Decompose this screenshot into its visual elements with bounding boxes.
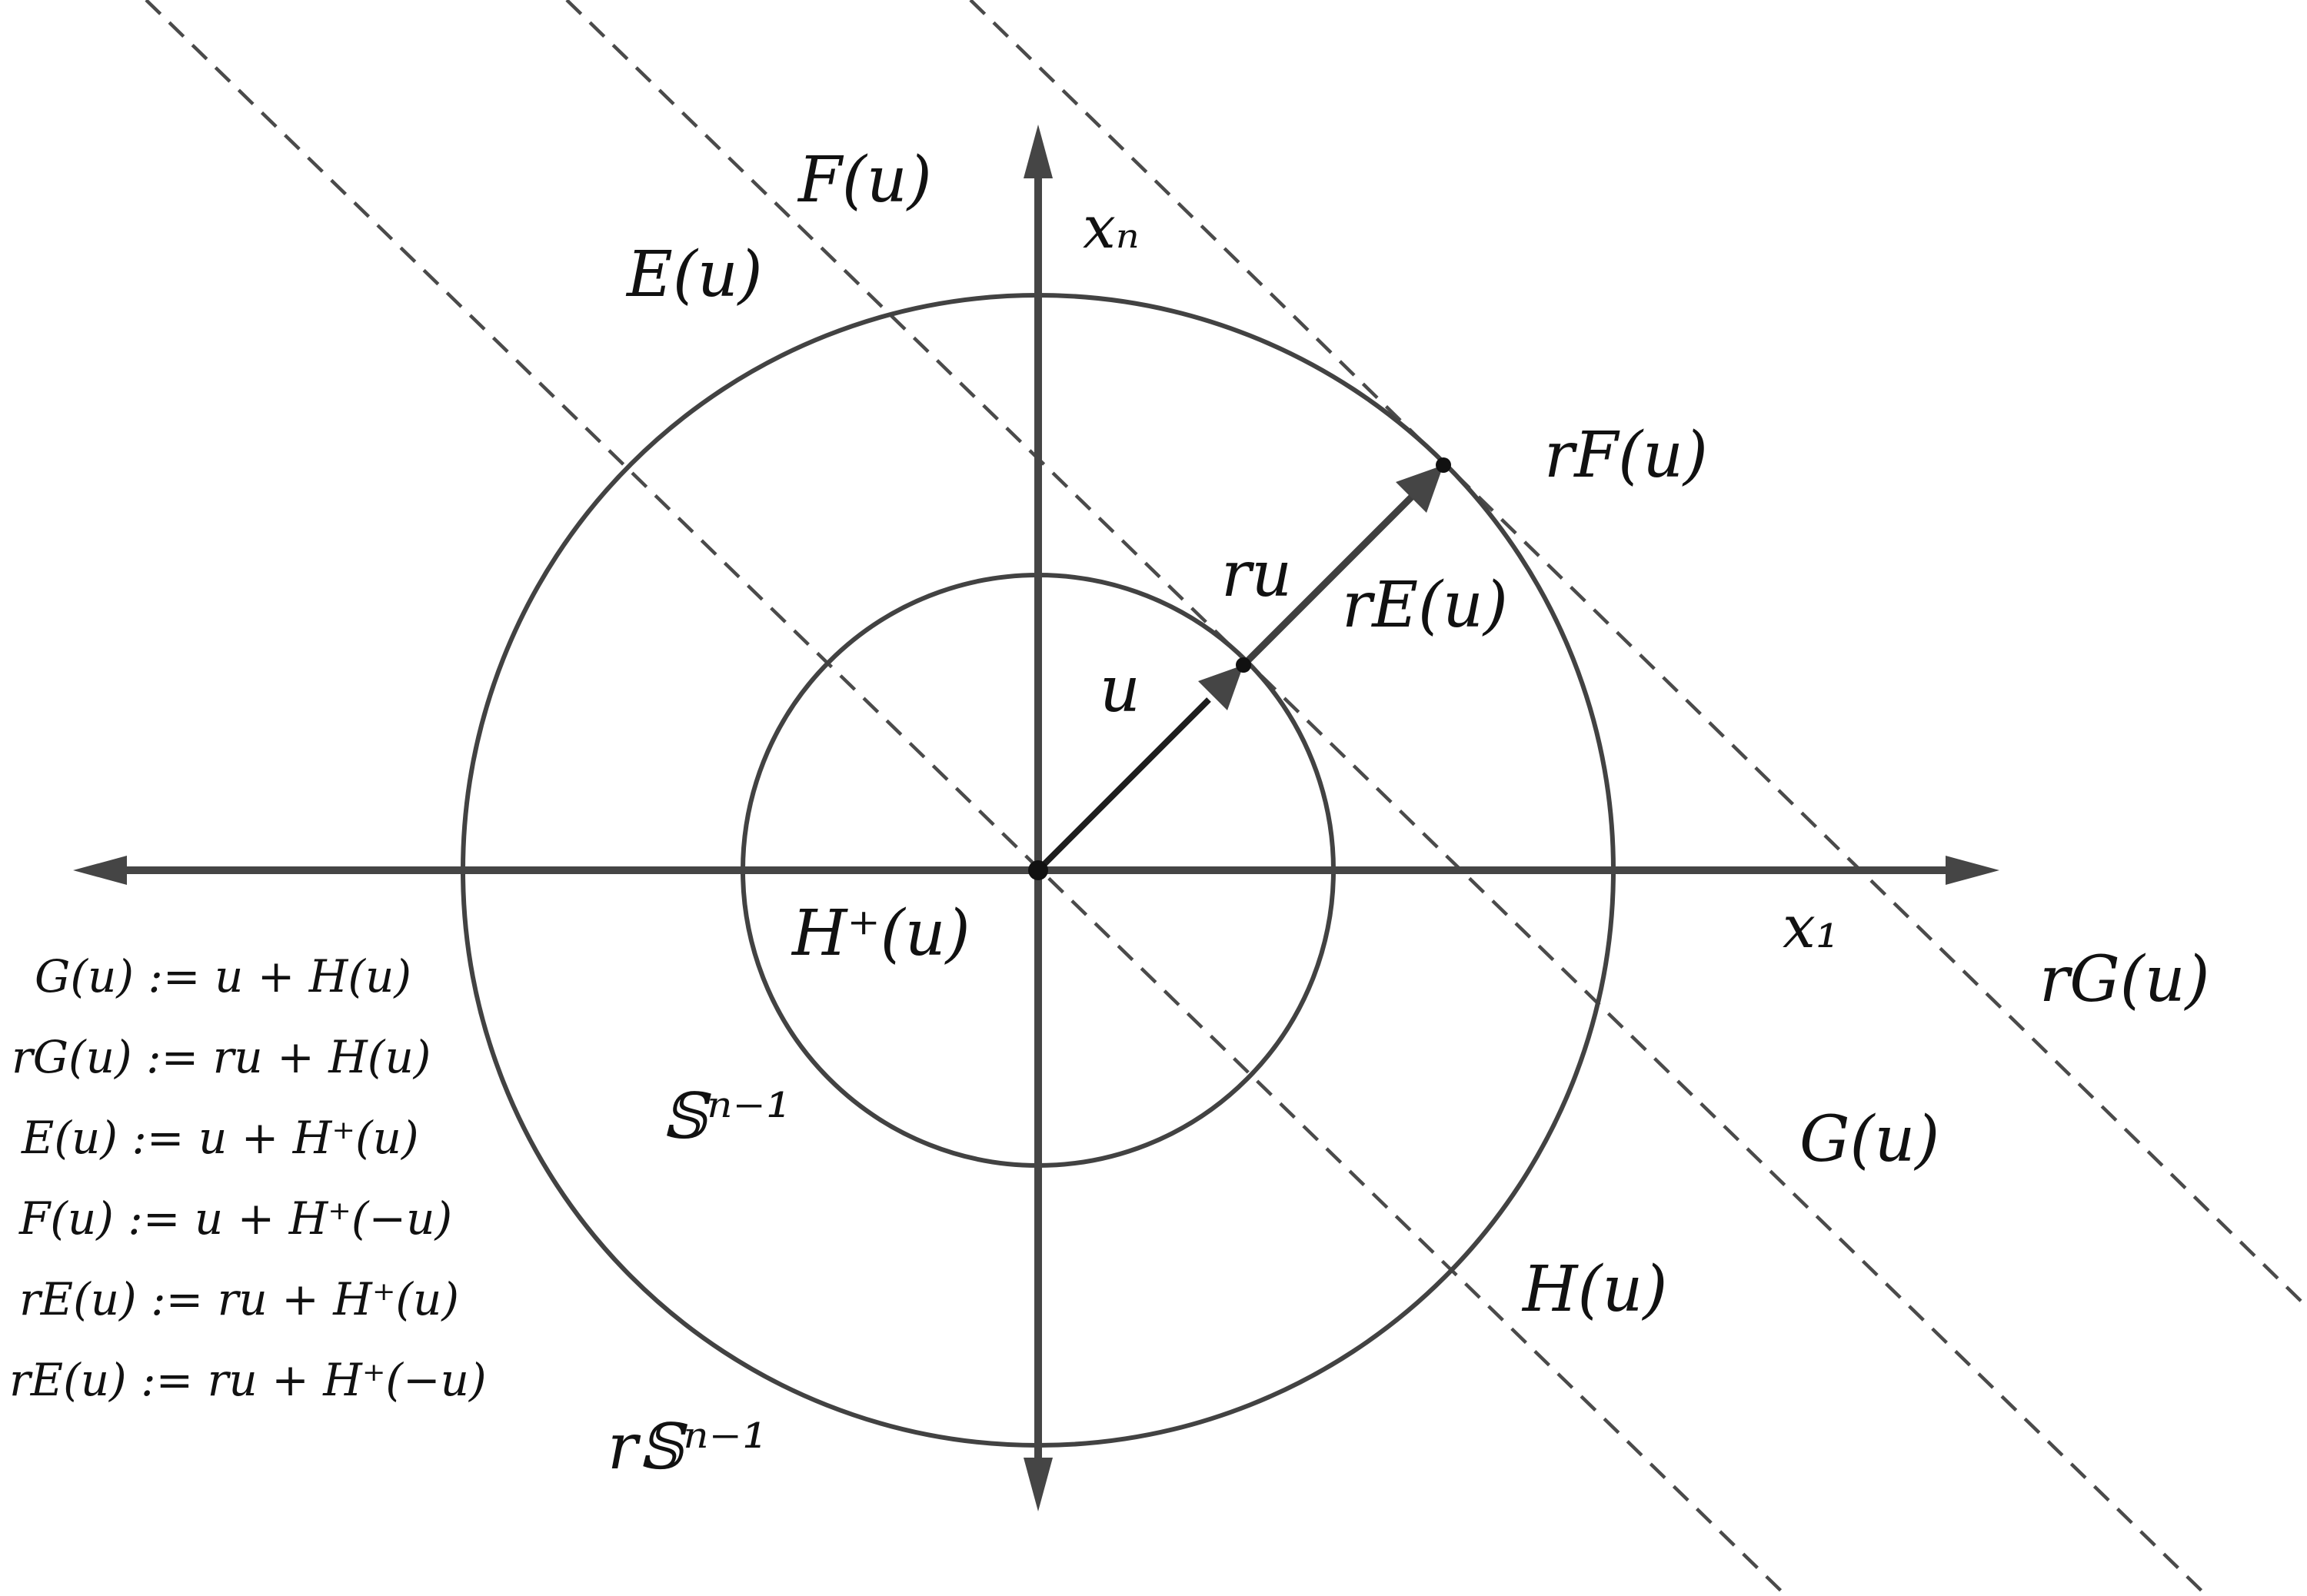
label-ru: ru [1221,538,1292,611]
x1-axis-right-arrow-icon [1946,856,1999,885]
definition-4: F(u) := u + H⁺(−u) [18,1192,452,1245]
definition-6: rE(u) := ru + H⁺(−u) [9,1354,487,1406]
dashed-lines [145,0,2307,1596]
point-u [1236,657,1251,673]
label-u: u [1100,653,1140,727]
xn-axis [1024,125,1053,1511]
label-r-sphere: r𝕊ⁿ⁻¹ [608,1411,767,1484]
dashed-line-rG-u [969,0,2307,1308]
label-xn: xₙ [1083,193,1140,261]
point-ru [1436,457,1451,473]
label-G-u: G(u) [1799,1103,1939,1176]
definition-1: G(u) := u + H(u) [35,950,411,1002]
label-rE-u: rE(u) [1342,569,1508,642]
origin-point [1028,860,1048,880]
vector-u-arrow-icon [1198,665,1243,710]
label-x1: x₁ [1783,893,1839,961]
label-H-u: H(u) [1521,1253,1667,1326]
definition-2: rG(u) := ru + H(u) [12,1031,431,1083]
label-F-u: F(u) [797,144,932,217]
definition-5: rE(u) := ru + H⁺(u) [19,1273,459,1325]
label-unit-sphere: 𝕊ⁿ⁻¹ [661,1080,791,1153]
xn-axis-top-arrow-icon [1024,125,1053,178]
label-rG-u: rG(u) [2039,943,2210,1016]
xn-axis-bottom-arrow-icon [1024,1458,1053,1511]
definitions-list: G(u) := u + H(u) rG(u) := ru + H(u) E(u)… [9,950,487,1406]
label-H-plus-u: H⁺(u) [791,897,970,970]
label-E-u: E(u) [625,238,763,311]
dashed-line-G-u [565,0,2209,1596]
vector-ru-arrow-icon [1396,465,1443,513]
label-rF-u: rF(u) [1544,419,1708,492]
x1-axis-left-arrow-icon [73,856,127,885]
vector-u [1036,697,1211,873]
definition-3: E(u) := u + H⁺(u) [21,1112,419,1164]
vector-ru [1240,492,1416,668]
dashed-line-H-u [145,0,1788,1596]
